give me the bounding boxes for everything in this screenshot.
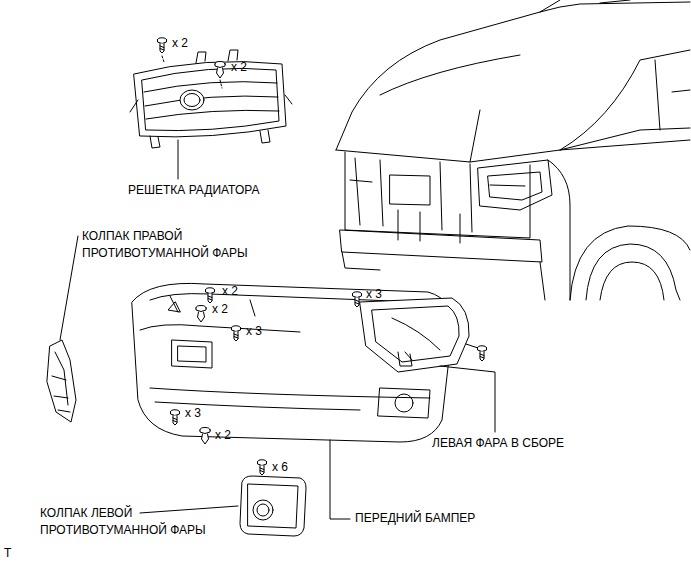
radiator-grille	[130, 50, 292, 148]
leader-lines	[60, 140, 495, 519]
quantity-label: x 3	[366, 287, 382, 301]
quantity-label: x 6	[272, 460, 288, 474]
fog-lamp-cover-left	[240, 476, 306, 536]
quantity-label: x 2	[215, 428, 231, 442]
quantity-label: x 3	[185, 406, 201, 420]
part-name: РЕШЕТКА РАДИАТОРА	[128, 182, 259, 199]
quantity-label: x 3	[246, 324, 262, 338]
part-name: КОЛПАК ЛЕВОЙ ПРОТИВОТУМАННОЙ ФАРЫ	[40, 505, 245, 539]
figure-code: T	[4, 545, 11, 562]
quantity-label: x 2	[231, 60, 247, 74]
quantity-label: x 2	[172, 36, 188, 50]
quantity-label: x 2	[212, 302, 228, 316]
part-name: ЛЕВАЯ ФАРА В СБОРЕ	[432, 435, 564, 452]
vehicle-outline	[336, 0, 690, 300]
part-name: ПЕРЕДНИЙ БАМПЕР	[355, 510, 475, 527]
fog-lamp-cover-right	[47, 340, 76, 422]
quantity-label: x 2	[222, 284, 238, 298]
headlight-assembly	[360, 298, 478, 372]
part-name: КОЛПАК ПРАВОЙ ПРОТИВОТУМАННОЙ ФАРЫ	[82, 228, 287, 262]
